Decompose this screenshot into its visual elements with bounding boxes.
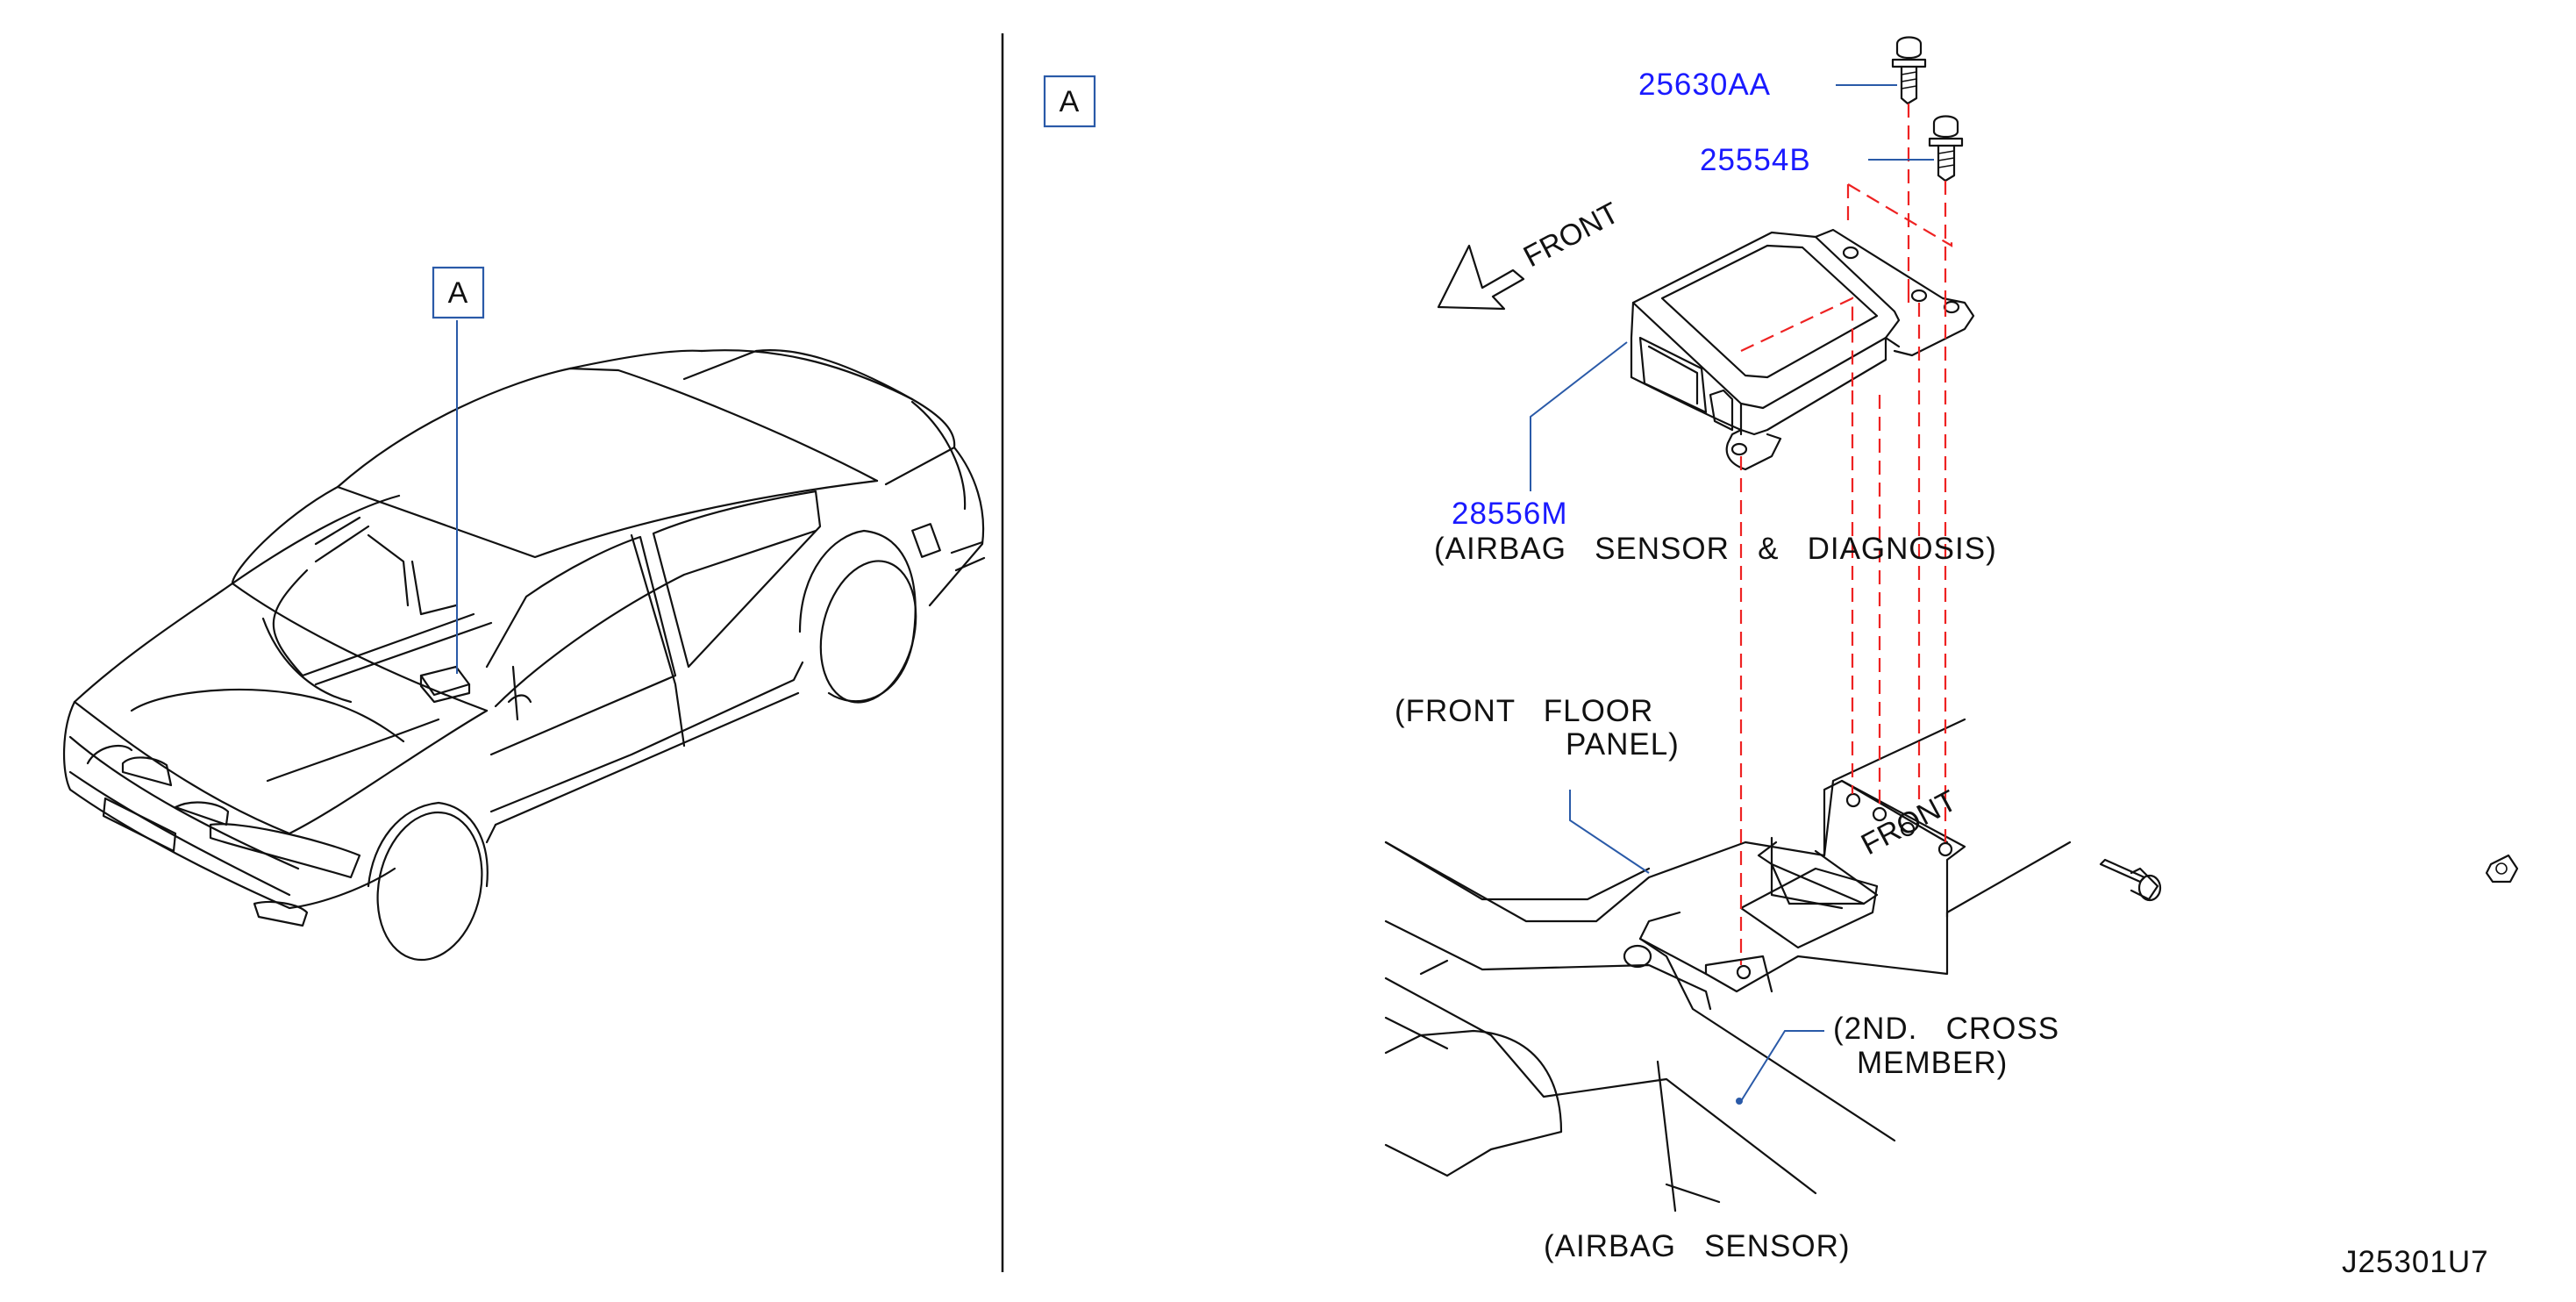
- bolt-25554b-icon: [1928, 115, 1964, 182]
- view-marker-label: A: [448, 276, 468, 310]
- cross-member-label-line2: MEMBER): [1857, 1046, 2008, 1080]
- diagram-caption: (AIRBAG SENSOR): [1544, 1229, 1851, 1263]
- part-number-25630aa[interactable]: 25630AA: [1638, 68, 1771, 102]
- view-marker-a[interactable]: A: [432, 266, 485, 674]
- svg-text:FRONT: FRONT: [1856, 784, 1962, 862]
- bolt-25630aa-icon: [1891, 36, 1927, 105]
- part-number-28556m[interactable]: 28556M: [1452, 497, 1567, 531]
- cross-member-label-line1: (2ND. CROSS: [1833, 1012, 2059, 1046]
- alignment-lines: [1739, 104, 1953, 965]
- front-direction-arrow-upper: FRONT: [1437, 197, 1624, 311]
- vehicle-illustration: [62, 349, 986, 962]
- bolt-loose-icon: [2099, 858, 2162, 902]
- detail-marker-a: A: [1043, 75, 1096, 128]
- airbag-sensor-unit-illustration: [1630, 228, 1975, 471]
- front-direction-arrow-lower: FRONT: [1770, 784, 1962, 910]
- sensor-unit-description: (AIRBAG SENSOR & DIAGNOSIS): [1434, 532, 1997, 566]
- front-floor-label-line1: (FRONT FLOOR: [1395, 694, 1653, 728]
- svg-text:A: A: [1060, 85, 1080, 118]
- svg-text:FRONT: FRONT: [1518, 197, 1624, 275]
- part-number-25554b[interactable]: 25554B: [1700, 143, 1811, 177]
- nut-icon: [2485, 854, 2519, 884]
- front-floor-label-line2: PANEL): [1566, 727, 1680, 762]
- floor-panel-illustration: [1384, 718, 2072, 1213]
- figure-reference: J25301U7: [2342, 1245, 2489, 1279]
